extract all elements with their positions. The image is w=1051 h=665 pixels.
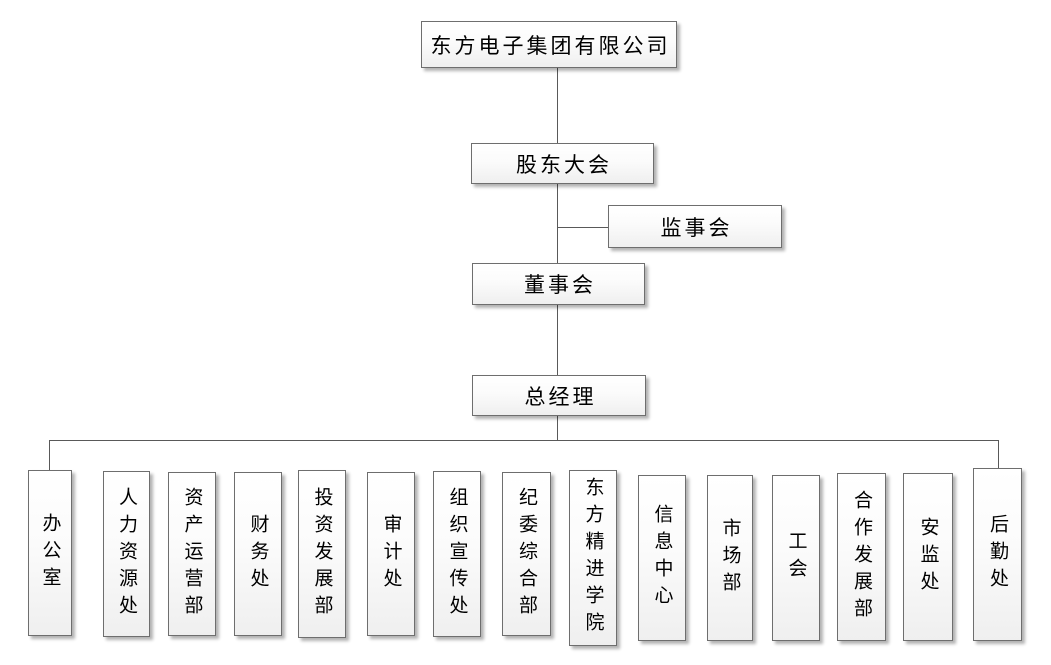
dept-label: 信息中心 — [651, 504, 673, 612]
org-box-shareholders-meeting: 股东大会 — [471, 143, 654, 184]
general-manager-label: 总经理 — [524, 384, 597, 409]
dept-asset-operations: 资产运营部 — [168, 472, 216, 636]
dept-label: 人力资源处 — [116, 486, 137, 622]
dept-label: 财务处 — [247, 513, 269, 595]
dept-label: 后勤处 — [987, 514, 1008, 595]
connector-bus-left-drop — [49, 440, 50, 471]
connector-shareholders-to-board — [557, 184, 558, 263]
dept-information-center: 信息中心 — [638, 475, 686, 641]
dept-label: 安监处 — [917, 516, 939, 598]
org-box-supervisory-board: 监事会 — [608, 205, 782, 248]
dept-human-resources: 人力资源处 — [103, 471, 150, 637]
dept-label: 纪委综合部 — [516, 486, 537, 622]
company-label: 东方电子集团有限公司 — [430, 33, 671, 58]
dept-office: 办公室 — [28, 470, 72, 636]
dept-label: 审计处 — [380, 513, 402, 595]
dept-audit: 审计处 — [367, 472, 415, 636]
dept-investment-development: 投资发展部 — [298, 470, 346, 638]
dept-label: 东方精进学院 — [582, 477, 604, 639]
connector-board-to-gm — [557, 305, 558, 375]
org-box-company: 东方电子集团有限公司 — [421, 21, 677, 68]
dept-safety-supervision: 安监处 — [903, 473, 953, 641]
board-of-directors-label: 董事会 — [524, 273, 596, 297]
dept-discipline-committee: 纪委综合部 — [502, 472, 551, 636]
dept-label: 投资发展部 — [311, 486, 333, 622]
connector-company-to-shareholders — [557, 68, 558, 143]
dept-label: 组织宣传处 — [446, 486, 468, 622]
dept-label: 市场部 — [719, 517, 741, 599]
dept-label: 办公室 — [39, 512, 61, 594]
dept-finance: 财务处 — [234, 472, 282, 636]
dept-labor-union: 工会 — [772, 475, 820, 641]
dept-label: 工会 — [785, 531, 807, 585]
connector-to-supervisory-board — [557, 227, 608, 228]
dept-dongfang-jingjin-academy: 东方精进学院 — [569, 470, 617, 646]
org-box-general-manager: 总经理 — [472, 375, 646, 416]
connector-bus-right-drop — [998, 440, 999, 468]
connector-departments-bus — [49, 440, 998, 441]
dept-cooperation-development: 合作发展部 — [837, 473, 886, 641]
dept-organization-publicity: 组织宣传处 — [433, 471, 481, 637]
org-box-board-of-directors: 董事会 — [472, 263, 645, 305]
connector-gm-to-bus — [557, 416, 558, 440]
supervisory-board-label: 监事会 — [660, 215, 733, 240]
dept-label: 资产运营部 — [181, 486, 203, 622]
shareholders-meeting-label: 股东大会 — [516, 152, 612, 177]
dept-label: 合作发展部 — [851, 489, 872, 625]
dept-logistics: 后勤处 — [973, 468, 1022, 641]
dept-marketing: 市场部 — [707, 475, 753, 641]
